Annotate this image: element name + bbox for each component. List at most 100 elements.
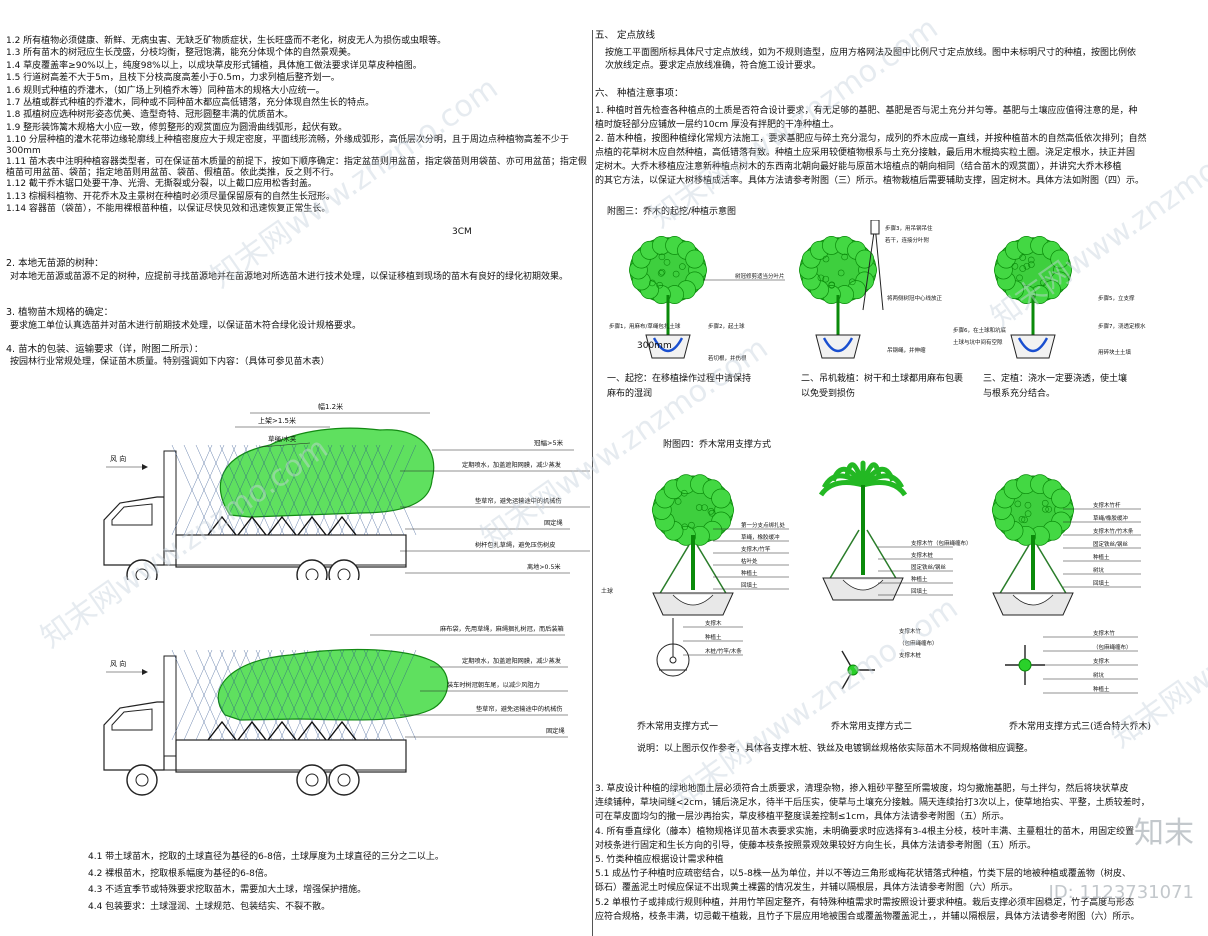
support-label: 树坑 [1093, 566, 1105, 574]
fix-rope-label: 固定绳 [546, 727, 565, 735]
tree-label: 步骤3，用吊钢吊住 [885, 224, 933, 232]
support-label: 支撑木/竹竿 [741, 545, 771, 553]
pad-label: 垫草帘，避免运输途中的机械伤 [475, 497, 562, 505]
wind-direction-label: 风 向 [110, 659, 126, 668]
spec-item: 1.3 所有苗木的树冠应生长茂盛，分枝均衡，整冠饱满，能充分体现个体的自然景观美… [6, 48, 356, 59]
spec-item: 1.14 容器苗（袋苗），不能用裸根苗种植，以保证尽快见效和迅速恢复正常生长。 [6, 204, 330, 215]
ground-clearance-label: 离地>0.5米 [527, 563, 561, 571]
figure-3-caption-2: 以免受到损伤 [801, 389, 855, 400]
plan-label: （包麻绳缠布） [1093, 643, 1132, 651]
figure-3-caption-3: 与根系充分结合。 [983, 389, 1055, 400]
soil-label: 土球 [601, 587, 613, 595]
spray-label: 定期喷水，加盖遮阳网膜，减少蒸发 [462, 461, 561, 469]
figure-4-title: 附图四：乔木常用支撑方式 [663, 440, 771, 451]
packing-note: 4.2 裸根苗木，挖取根系幅度为基径的6-8倍。 [88, 869, 273, 880]
planting-note: 5.1 成丛竹子种植时应疏密结合，以5-8株一丛为单位，并以不等边三角形或梅花状… [595, 869, 1131, 880]
figure-3-caption-1: 麻布的湿润 [607, 389, 652, 400]
support-label: 支撑木竹（包麻绳缠布） [911, 539, 972, 547]
section-2-body: 对本地无苗源或苗源不足的树种，应提前寻找苗源地并在苗源地对所选苗木进行技术处理，… [10, 272, 585, 283]
brand-id: ID: 1123731071 [1049, 882, 1194, 903]
spec-item: 1.2 所有植物必须健康、新鲜、无病虫害、无缺乏矿物质症状，生长旺盛而不老化，树… [6, 36, 446, 47]
plan-label: 支撑木 [705, 619, 722, 627]
rope-label: 草绳/木夹 [268, 434, 297, 443]
support-label: 回填土 [911, 587, 928, 595]
plan-label: （包麻绳缠布） [899, 639, 938, 647]
spec-item: 1.9 整形装饰篱木规格大小应一致，修剪整形的观赏面应为圆滑曲线弧形，起伏有致。 [6, 123, 347, 134]
tree-canopy [994, 236, 1071, 303]
tree-canopy [629, 236, 706, 303]
spec-item: 1.10 分层种植的灌木花带边缘轮廓线上种植密度应大于规定密度，平面线形流畅，外… [6, 135, 588, 157]
plan-label: 种植土 [1093, 685, 1110, 693]
section-6-body: 2. 苗木种植，按图种植绿化常规方法施工，要求基肥应与碎土充分混匀，成列的乔木应… [595, 134, 1146, 145]
spec-item: 1.13 棕榈科植物、开花乔木及主景树在种植时必须尽量保留原有的自然生长冠形。 [6, 192, 335, 203]
support-label: 种植土 [741, 569, 758, 577]
support-label: 树杆包扎草绳，避免压伤树皮 [475, 541, 555, 549]
support-label: 支撑木竹杆 [1093, 501, 1121, 509]
crown-label: 冠幅>5米 [534, 438, 564, 447]
tree-label: 步骤1，用麻布/草绳包扎土球 [609, 322, 681, 330]
section-6-body: 的其它方法，以保证大树移植成活率。具体方法请参考附图（三）所示。植物栽植后需要辅… [595, 176, 1144, 187]
support-label: 草绳，橡胶缓冲 [741, 533, 780, 541]
lifted-tree [994, 236, 1071, 358]
direction-label: 装车时树冠朝车尾，以减少风阻力 [447, 681, 540, 689]
section-3-title: 3. 植物苗木规格的确定： [6, 307, 113, 319]
support-label: 支撑木桩 [911, 551, 934, 559]
truck-drawing: 风 向 [104, 428, 434, 580]
tree-canopy [652, 475, 733, 546]
tree-label: 用碎块土土填 [1098, 348, 1132, 356]
tree-label: 若干，连接分叶附 [885, 236, 930, 244]
support-label: 回填土 [1093, 579, 1110, 587]
truck-drawing: 风 向 [104, 650, 448, 795]
section-5-title: 五、 定点放线 [595, 30, 655, 42]
wrapped-tree-canopy [172, 650, 448, 740]
tree-label: 树冠修剪适当分叶片 [735, 272, 785, 280]
section-6-body: 定树木。大乔木移植应注意新种植点树木的东西南北朝向最好能与原苗木培植点的朝向相同… [595, 162, 1122, 173]
tree-label: 步骤5，立支撑 [1098, 294, 1135, 302]
right-column: 五、 定点放线按施工平面图所标具体尺寸定点放线，如为不规则造型，应用方格网法及图… [593, 0, 1208, 936]
brand-logo: 知末 [1134, 808, 1194, 852]
support-label: 回填土 [741, 581, 758, 589]
tree-label: 将两侧树冠中心线放正 [887, 294, 943, 302]
section-4-title: 4. 苗木的包装、运输要求（详，附图二所示）： [6, 344, 203, 356]
span-dimension-label: 上架>1.5米 [258, 416, 296, 425]
support-plan-view [842, 651, 875, 689]
plan-label: 木桩/竹竿/木条 [705, 647, 742, 655]
plan-label: 树坑 [1093, 671, 1105, 679]
planting-note: 4. 所有垂直绿化（藤本）植物规格详见苗木表要求实施，未明确要求时应选择有3-4… [595, 827, 1134, 838]
planting-note: 应符合规格，枝条丰满，切忌截干植栽，且竹子下层应用地被围合或覆盖物覆盖泥土，，并… [595, 912, 1140, 923]
figure-3-title: 附图三：乔木的起挖/种植示意图 [607, 207, 736, 218]
planting-note: 对枝条进行固定和生长方向的引导，使藤本枝条按照景观效果较好方向生长，具体方法请参… [595, 841, 1036, 852]
section-5-body: 按施工平面图所标具体尺寸定点放线，如为不规则造型，应用方格网法及图中比例尺寸定点… [605, 48, 1136, 59]
section-6-body: 点植的花草树木应自然种植，高低错落有致。种植土应采用较便植物根系与土充分接触，最… [595, 148, 1135, 159]
tree-label: 土球与坑中间有空隙 [953, 338, 1003, 346]
plan-label: 支撑木 [1093, 657, 1110, 665]
note-3cm: 3CM [452, 227, 472, 238]
supported-tree [992, 475, 1073, 615]
dimension-label: 300mm [637, 341, 672, 351]
spray-label: 定期喷水，加盖遮阳网膜，减少蒸发 [462, 657, 561, 665]
truck-2-diagram: 风 向 麻布袋，先用草绳，麻绳捆扎树冠，而后装箱定期喷水，加盖遮阳网膜，减少蒸发装… [100, 615, 592, 800]
plan-label: 支撑木竹 [1093, 629, 1116, 637]
support-label: 固定铁丝/钢丝 [911, 563, 946, 571]
support-label: 枯叶处 [741, 557, 758, 565]
section-6-body: 1. 种植时首先检查各种植点的土质是否符合设计要求，有无足够的基肥、基肥是否与泥… [595, 106, 1137, 117]
packing-note: 4.4 包装要求：土球湿润、土球规范、包装结实、不裂不散。 [88, 902, 330, 913]
spec-item: 1.4 草皮覆盖率≥90%以上，纯度98%以上，以成块草皮形式铺植，具体施工做法… [6, 61, 422, 72]
tree-label: 若切根，并伤根 [708, 354, 747, 362]
packing-note: 4.3 不适宜季节或特殊要求挖取苗木，需要加大土球，增强保护措施。 [88, 885, 366, 896]
width-dimension-label: 幅1.2米 [318, 402, 343, 411]
figure-4-note: 说明：以上图示仅作参考，具体各支撑木桩、铁丝及电镀钢丝规格依实际苗木不同规格做相… [637, 744, 1033, 755]
section-4-body: 按园林行业常规处理，保证苗木质量。特别强调如下内容：（具体可参见苗木表） [10, 357, 330, 368]
figure-4-caption-2: 乔木常用支撑方式二 [831, 722, 912, 733]
packing-note: 4.1 带土球苗木，挖取的土球直径为基径的6-8倍，土球厚度为土球直径的三分之二… [88, 852, 444, 863]
section-6-body: 植时旋轻部分应铺放一层约10cm 厚没有拌肥的干净种植土。 [595, 120, 839, 131]
support-label: 草绳/橡胶缓冲 [1093, 514, 1128, 522]
support-label: 种植土 [911, 575, 928, 583]
tree-label: 步骤6，在土球和坑底 [953, 326, 1006, 334]
wrap-label: 麻布袋，先用草绳，麻绳捆扎树冠，而后装箱 [440, 625, 564, 633]
section-3-body: 要求施工单位认真选苗并对苗木进行前期技术处理，以保证苗木符合绿化设计规格要求。 [10, 321, 361, 332]
spec-item: 1.7 丛植或群式种植的乔灌木，同种或不同种苗木都应高低错落，充分体现自然生长的… [6, 98, 374, 109]
section-2-title: 2. 本地无苗源的树种： [6, 258, 104, 270]
supported-tree [821, 463, 905, 600]
tree-canopy [992, 475, 1073, 546]
